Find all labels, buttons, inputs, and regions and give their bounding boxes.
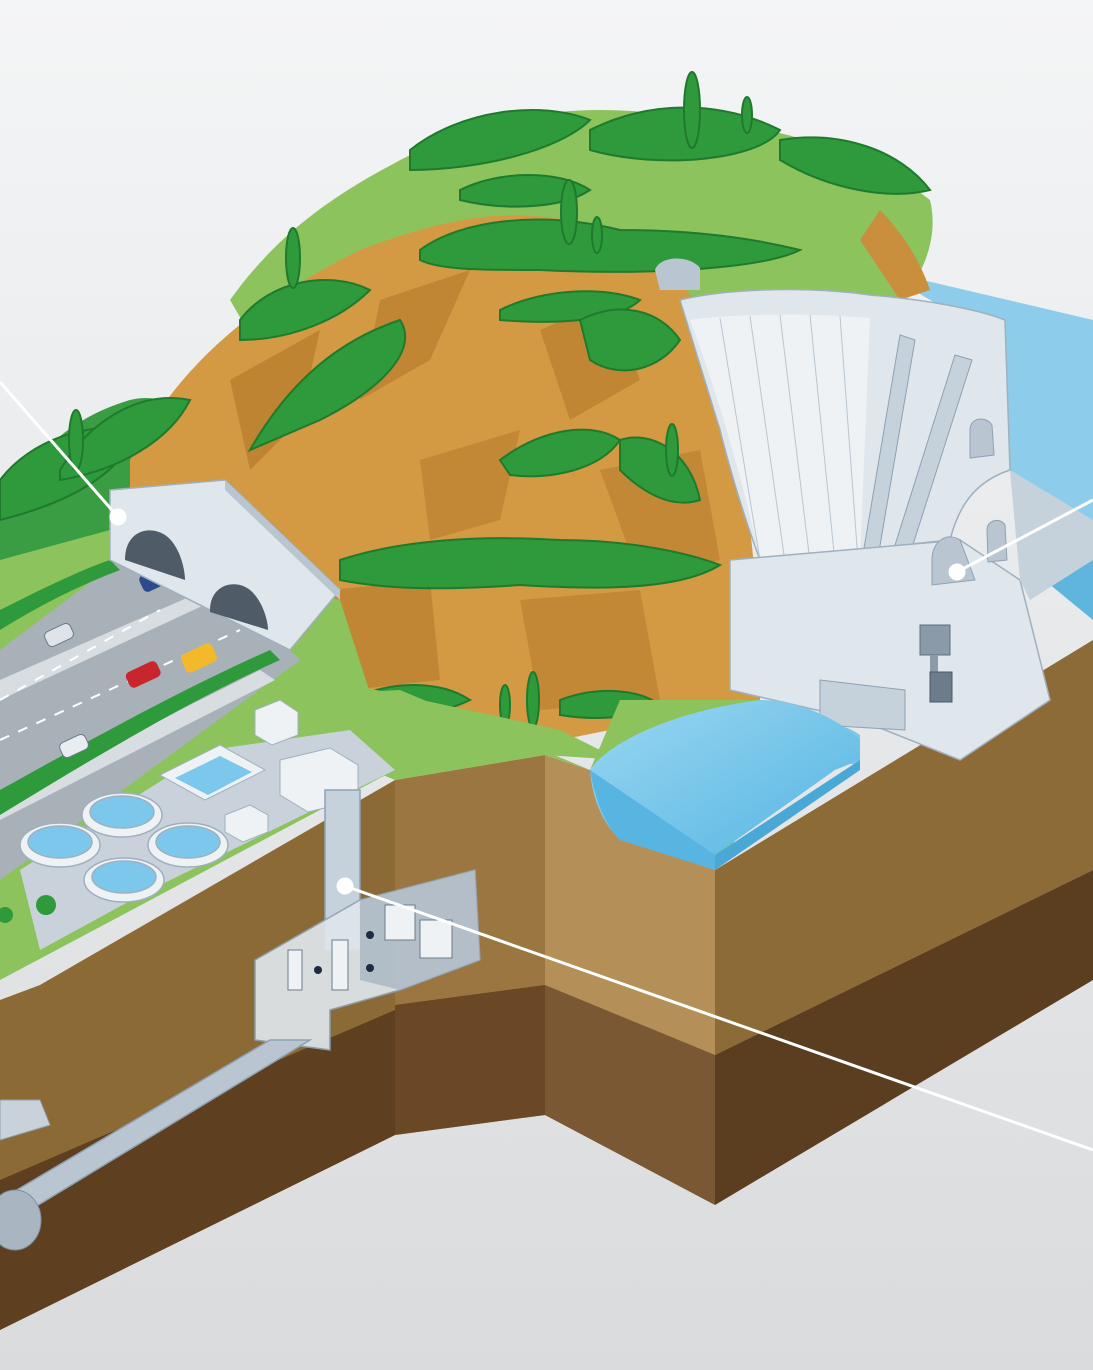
sewer-tunnel [0, 1039, 313, 1251]
road-tunnel[interactable] [109, 479, 342, 651]
dam[interactable] [655, 258, 1093, 765]
wastewater-treatment-plant[interactable] [0, 699, 395, 950]
highway[interactable] [0, 560, 300, 880]
road-tunnel-callout[interactable] [0, 381, 120, 518]
callouts [0, 381, 1093, 1152]
dam-callout[interactable] [956, 498, 1093, 574]
tailwater-pool [590, 700, 860, 870]
pumping-station-callout[interactable] [344, 884, 1093, 1152]
vehicles [44, 566, 217, 759]
